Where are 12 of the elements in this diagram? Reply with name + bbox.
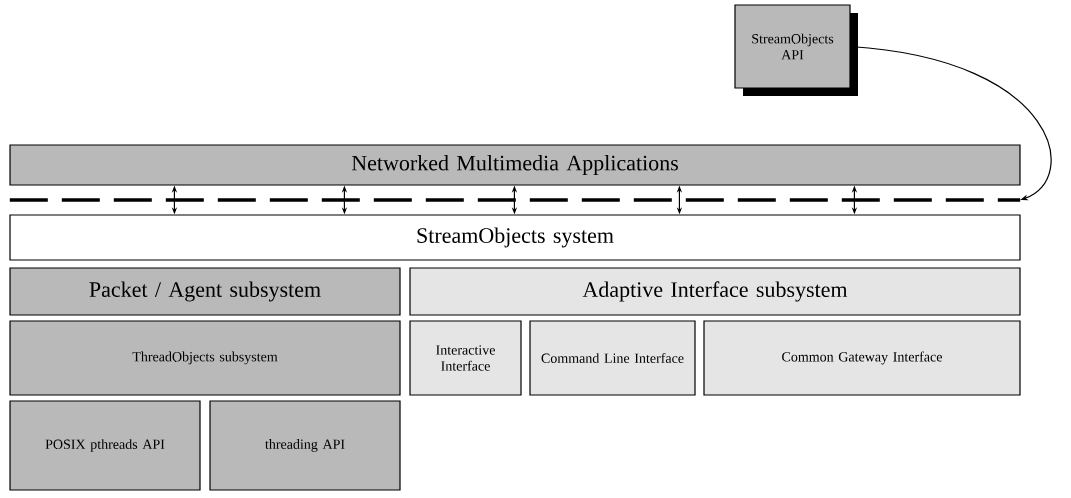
api-box: StreamObjects API — [734, 4, 858, 96]
interface-box: Command Line Interface — [529, 320, 696, 396]
api-box: threading API — [209, 400, 401, 491]
subsystem-box: Packet / Agent subsystem — [9, 267, 401, 316]
subsystem-box: ThreadObjects subsystem — [9, 320, 401, 396]
dashed-line — [9, 198, 1021, 202]
api-box: POSIX pthreads API — [9, 400, 201, 491]
interface-box: Interactive Interface — [409, 320, 522, 396]
subsystem-box: Adaptive Interface subsystem — [409, 267, 1021, 316]
interface-box: Common Gateway Interface — [703, 320, 1021, 396]
layer-box: StreamObjects system — [9, 214, 1021, 261]
layer-box: Networked Multimedia Applications — [9, 144, 1021, 186]
